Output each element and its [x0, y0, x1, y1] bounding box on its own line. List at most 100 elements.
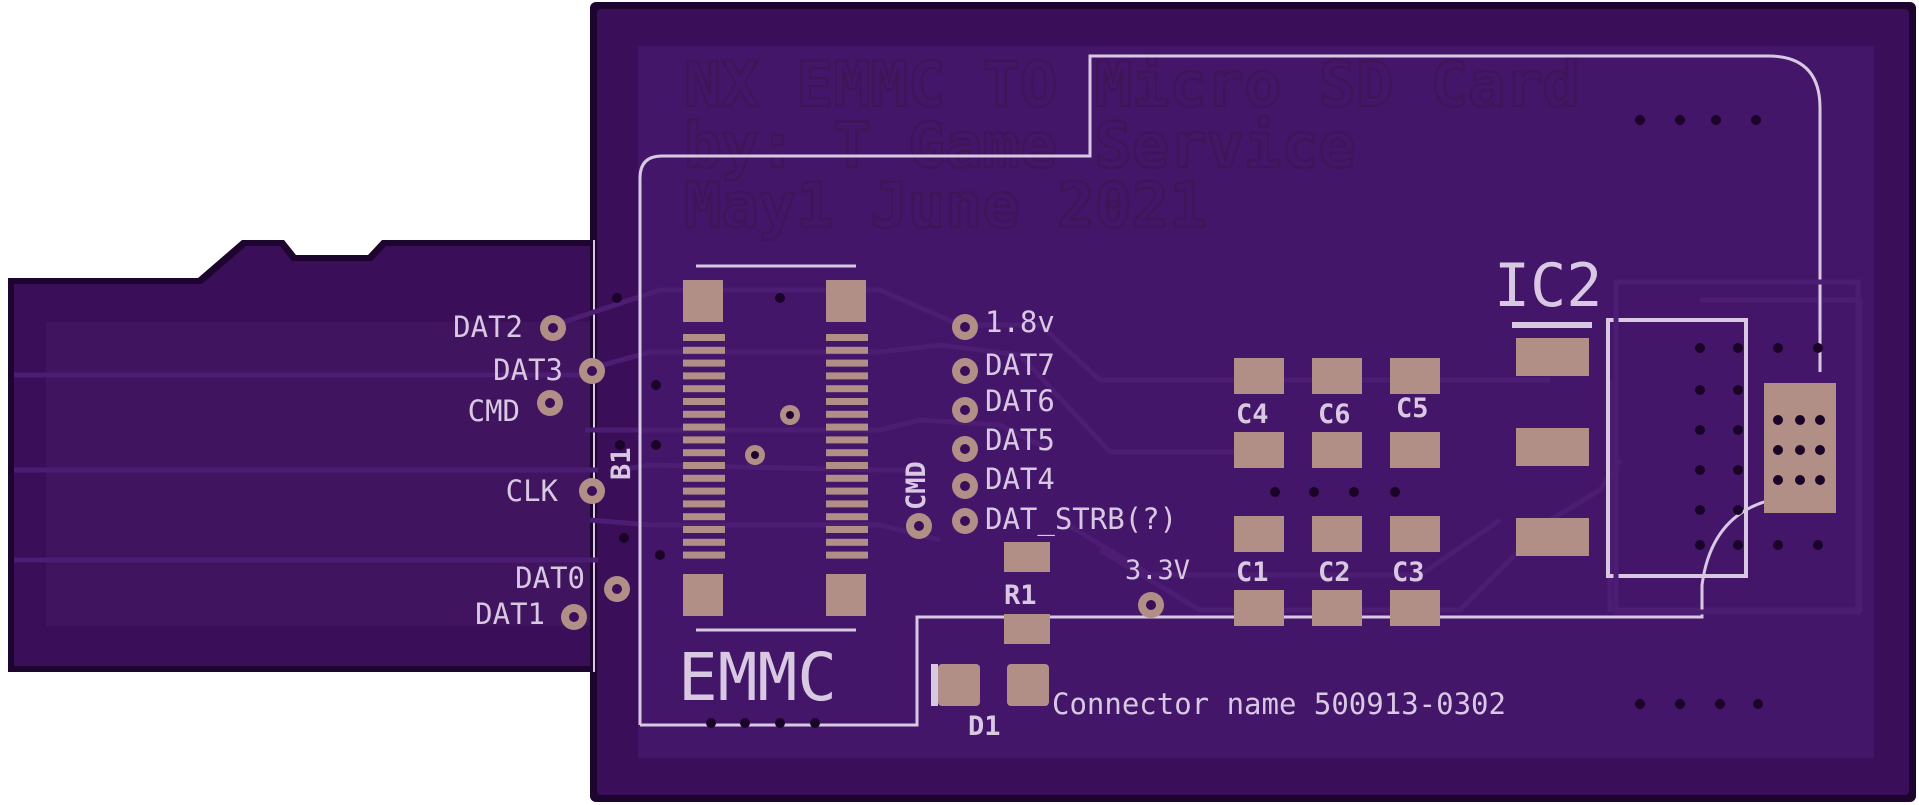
via-dot	[1813, 343, 1823, 353]
sd-pin-label-clk: CLK	[506, 474, 559, 508]
via-dot	[1733, 425, 1743, 435]
emmc-pin-holes	[914, 322, 970, 531]
via-dot	[1815, 415, 1825, 425]
emmc-fine-pad	[826, 436, 868, 444]
copper-title: NX EMMC TO Micro SD Card by: T Game Serv…	[683, 47, 1581, 244]
emmc-fine-pad	[683, 526, 725, 533]
emmc-fine-pad	[826, 538, 868, 546]
via-dot	[651, 440, 661, 450]
via-dot	[1695, 385, 1705, 395]
emmc-fine-pad	[826, 372, 868, 380]
emmc-pin-label-cmd: CMD	[901, 461, 932, 510]
via-dot	[1711, 115, 1721, 125]
sd-pin-labels: DAT2 DAT3 CMD CLK DAT0 DAT1 B1	[453, 310, 637, 631]
via-dot	[612, 293, 622, 303]
emmc-fine-pad	[683, 500, 725, 508]
via-dot	[1813, 540, 1823, 550]
via-dot	[1795, 445, 1805, 455]
via-dot	[1733, 540, 1743, 550]
via-dot	[1773, 540, 1783, 550]
silkscreen-bottom	[640, 496, 1781, 727]
sd-pin-label-cmd: CMD	[468, 394, 520, 428]
via-dot	[1349, 487, 1359, 497]
via-dot	[615, 440, 625, 450]
emmc-fine-pad	[683, 423, 725, 431]
emmc-label: EMMC	[678, 639, 837, 716]
emmc-fine-pad	[683, 398, 725, 405]
emmc-fine-pad	[683, 449, 725, 457]
via-dots	[612, 115, 1825, 728]
via-dot	[1815, 445, 1825, 455]
capacitor-c2: C2	[1312, 516, 1362, 626]
sd-pin-holes	[545, 323, 622, 622]
d1-label: D1	[968, 711, 1001, 742]
sd-pin-label-dat1: DAT1	[475, 597, 545, 631]
emmc-fine-pad	[826, 500, 868, 508]
capacitors: C4 C6 C5 C1 C2 C3	[1234, 358, 1440, 626]
via-dot	[1773, 343, 1783, 353]
via-dot	[1635, 699, 1645, 709]
emmc-fine-pad	[826, 385, 868, 393]
via-dot	[1815, 475, 1825, 485]
emmc-pin-labels: 1.8v DAT7 DAT6 DAT5 DAT4 DAT_STRB(?) CMD	[901, 305, 1177, 537]
sd-pin-label-dat0: DAT0	[515, 561, 585, 595]
ic2-keepout	[1613, 279, 1861, 615]
voltage-label: 3.3V	[1125, 555, 1190, 586]
emmc-fine-pad	[826, 487, 868, 495]
via-dot	[651, 380, 661, 390]
via-dot	[810, 718, 820, 728]
emmc-fine-pad	[683, 474, 725, 482]
via-dot	[775, 293, 785, 303]
emmc-fine-pad	[683, 359, 725, 367]
via-dot	[1753, 699, 1763, 709]
emmc-fine-pad	[683, 551, 725, 559]
resistor-r1: R1	[1004, 542, 1050, 644]
emmc-fine-pad	[826, 398, 868, 405]
via-dot	[1309, 487, 1319, 497]
emmc-fine-pad	[826, 346, 868, 354]
via-dot	[1695, 465, 1705, 475]
connector-note: Connector name 500913-0302	[1052, 687, 1506, 721]
emmc-fine-pad	[826, 423, 868, 431]
emmc-fine-pad	[826, 462, 868, 469]
emmc-fine-pad	[826, 474, 868, 482]
via-dot	[1695, 425, 1705, 435]
via-dot	[1270, 487, 1280, 497]
ic2: IC2	[1494, 251, 1861, 615]
emmc-fine-pad	[826, 513, 868, 521]
capacitor-c5: C5	[1390, 358, 1440, 468]
emmc-via-holes	[751, 411, 794, 459]
title-line-1: NX EMMC TO Micro SD Card	[684, 48, 1580, 121]
capacitor-c3: C3	[1390, 516, 1440, 626]
c3-label: C3	[1392, 557, 1425, 588]
emmc-pads	[683, 280, 866, 616]
via-dot	[1733, 505, 1743, 515]
emmc-pin-label-dat6: DAT6	[985, 384, 1055, 418]
sd-ref-b1: B1	[606, 447, 637, 480]
emmc-fine-pad	[683, 462, 725, 469]
c6-label: C6	[1318, 399, 1351, 430]
emmc-pin-label-dat4: DAT4	[985, 462, 1055, 496]
via-dot	[1390, 487, 1400, 497]
sd-pin-label-dat3: DAT3	[493, 353, 563, 387]
sd-pin-label-dat2: DAT2	[453, 310, 523, 344]
capacitor-c6: C6	[1312, 358, 1362, 468]
emmc-fine-pad	[683, 538, 725, 546]
c2-label: C2	[1318, 557, 1351, 588]
emmc-fine-pad	[683, 334, 725, 341]
ic2-body-outline	[1606, 318, 1748, 578]
emmc-footprint: EMMC	[678, 264, 868, 716]
via-dot	[1695, 505, 1705, 515]
via-dot	[1733, 385, 1743, 395]
via-dot	[1695, 343, 1705, 353]
via-dot	[1773, 475, 1783, 485]
emmc-fine-pad	[683, 372, 725, 380]
capacitor-c4: C4	[1234, 358, 1284, 468]
ic2-silk-bar	[1512, 322, 1592, 328]
via-dot	[1695, 540, 1705, 550]
emmc-fine-pad	[683, 385, 725, 393]
via-dot	[1733, 343, 1743, 353]
emmc-fine-pad	[826, 334, 868, 341]
c4-label: C4	[1236, 399, 1269, 430]
